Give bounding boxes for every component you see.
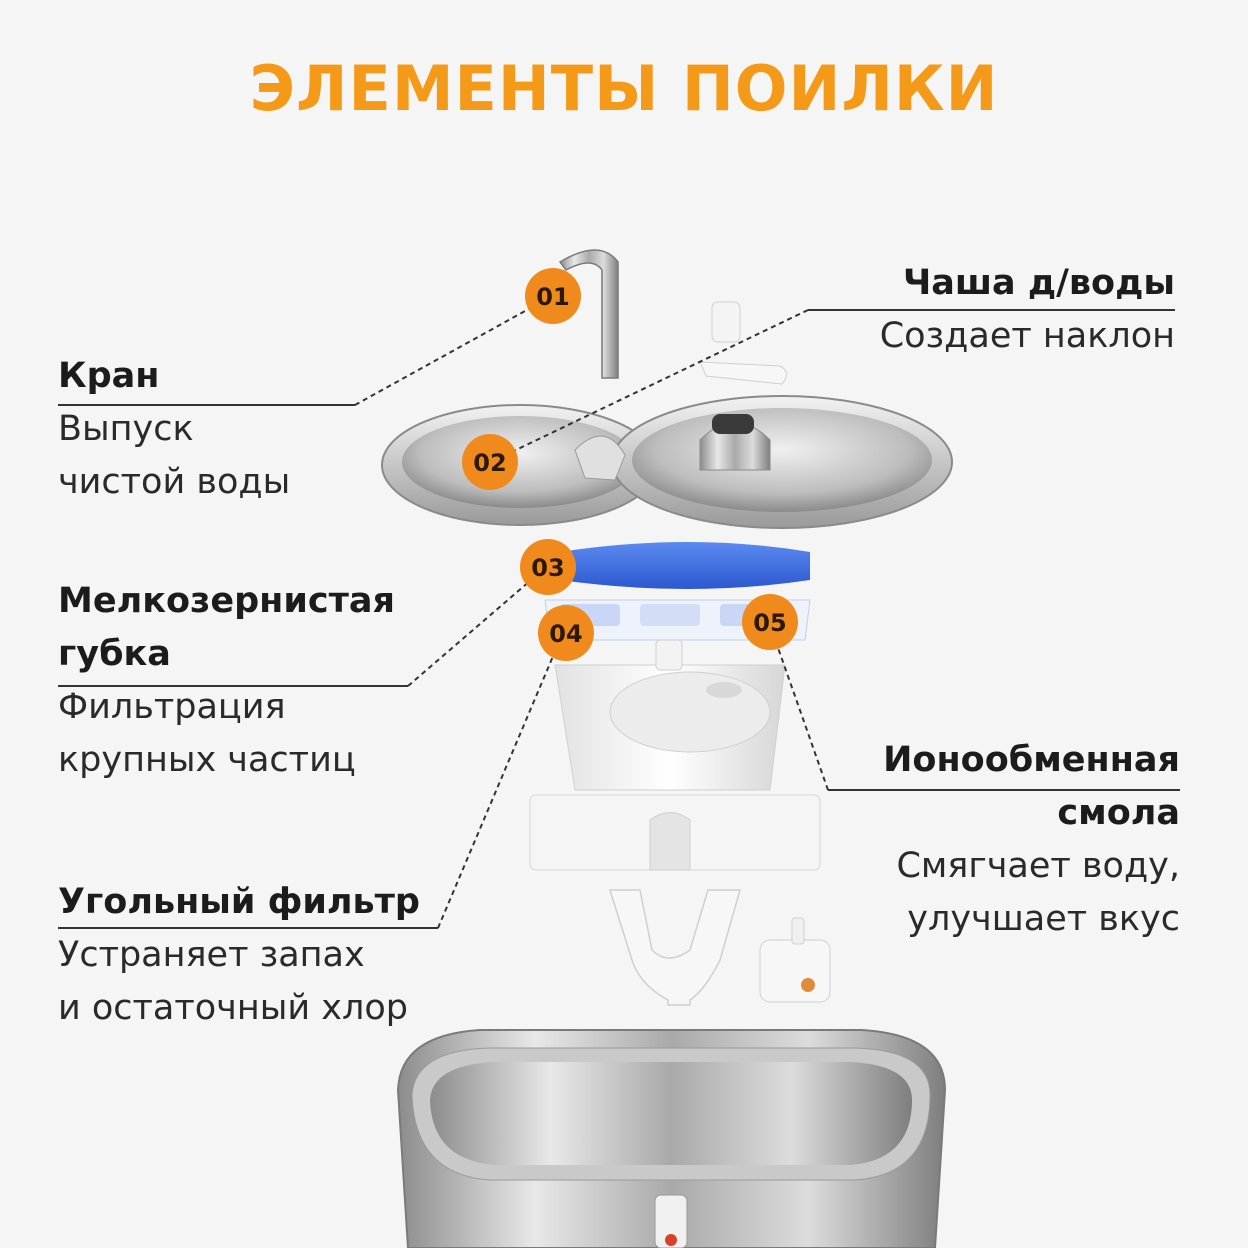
svg-text:05: 05 (753, 609, 786, 637)
filter-housing-part (529, 639, 821, 871)
svg-text:03: 03 (531, 554, 564, 582)
badge-04: 04 (538, 605, 594, 661)
svg-text:04: 04 (549, 620, 582, 648)
label-tap-desc-1: Выпуск (58, 409, 194, 449)
tap-part (558, 249, 619, 379)
label-resin: Ионообменная смола Смягчает воду, улучша… (800, 734, 1180, 946)
label-sponge-name-1: Мелкозернистая (58, 581, 395, 621)
svg-text:02: 02 (473, 449, 506, 477)
label-bowl-desc-1: Создает наклон (879, 316, 1175, 356)
badge-02: 02 (462, 434, 518, 490)
label-bowl: Чаша д/воды Создает наклон (760, 257, 1175, 363)
leader-lines (58, 299, 1180, 929)
small-white-parts (699, 301, 787, 385)
sponge-part (560, 542, 810, 589)
label-carbon-desc-2: и остаточный хлор (58, 988, 408, 1028)
label-resin-name-2: смола (1057, 793, 1180, 833)
reservoir-part (396, 1029, 947, 1248)
pipe-part (608, 889, 741, 1006)
label-sponge-desc-2: крупных частиц (58, 740, 356, 780)
badge-01: 01 (525, 268, 581, 324)
svg-text:01: 01 (536, 283, 569, 311)
label-tap-desc-2: чистой воды (58, 462, 291, 502)
label-sponge-name-2: губка (58, 634, 171, 674)
page-title: ЭЛЕМЕНТЫ ПОИЛКИ (249, 52, 999, 125)
badge-03: 03 (520, 539, 576, 595)
water-bowl-part (381, 395, 953, 529)
pump-part (759, 917, 831, 1003)
label-carbon-name: Угольный фильтр (58, 882, 420, 922)
badge-05: 05 (742, 594, 798, 650)
label-tap: Кран Выпуск чистой воды (58, 350, 290, 509)
label-resin-desc-1: Смягчает воду, (896, 846, 1180, 886)
label-sponge: Мелкозернистая губка Фильтрация крупных … (58, 575, 395, 787)
label-resin-desc-2: улучшает вкус (907, 899, 1180, 939)
label-bowl-name: Чаша д/воды (902, 263, 1175, 303)
label-carbon: Угольный фильтр Устраняет запах и остато… (58, 876, 420, 1035)
label-tap-name: Кран (58, 356, 160, 396)
label-resin-name-1: Ионообменная (883, 740, 1180, 780)
label-carbon-desc-1: Устраняет запах (58, 935, 365, 975)
label-sponge-desc-1: Фильтрация (58, 687, 286, 727)
